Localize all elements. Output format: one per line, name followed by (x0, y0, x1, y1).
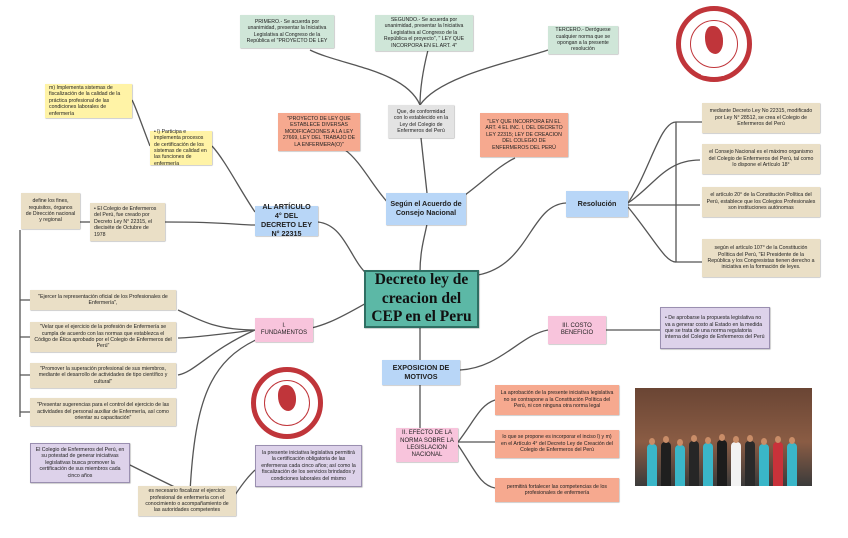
node-define-fines-text: define los fines, requisitos, órganos de… (25, 198, 76, 224)
node-efecto-norma[interactable]: II. EFECTO DE LA NORMA SOBRE LA LEGISLAC… (396, 428, 458, 462)
node-tercero[interactable]: TERCERO.- Deróguese cualquier norma que … (548, 26, 618, 54)
central-topic-text: Decreto ley de creacion del CEP en el Pe… (371, 271, 472, 326)
node-colegio-iniciativas-text: El Colegio de Enfermeros del Perú, en su… (35, 447, 125, 479)
node-efecto-norma-label: II. EFECTO DE LA NORMA SOBRE LA LEGISLAC… (400, 430, 454, 459)
node-inciso-l-text: • l) Participa e implementa procesos de … (154, 128, 207, 167)
seal-top-years: 42 AÑOS (701, 72, 725, 78)
node-inciso-m-text: m) Implementa sistemas de fiscalización … (49, 85, 121, 117)
node-que-conformidad-text: Que, de conformidad con lo establecido e… (393, 108, 449, 134)
link-motivos-costo (459, 329, 549, 371)
resolucion-item-1-text: mediante Decreto Ley No 22315, modificad… (709, 108, 813, 128)
node-ley-incorpora-text: "LEY QUE INCORPORA EN EL ART. 4 EL INC. … (485, 119, 563, 151)
fundamento-item-3[interactable]: "Promover la superación profesional de s… (30, 363, 176, 388)
group-photo (635, 388, 812, 486)
link-fiscalizar-iniciativa (234, 469, 256, 496)
link-art-l (211, 145, 256, 213)
fundamento-item-1[interactable]: "Ejercer la representación oficial de lo… (30, 290, 176, 310)
link-efecto-1 (457, 399, 496, 443)
branch-motivos-label: EXPOSICION DE MOTIVOS (392, 362, 450, 381)
node-segundo[interactable]: SEGUNDO.- Se acuerda por unanimidad, pre… (375, 15, 473, 51)
node-segundo-text: SEGUNDO.- Se acuerda por unanimidad, pre… (383, 17, 465, 49)
efecto-item-3[interactable]: permitirá fortalecer las competencias de… (495, 478, 619, 502)
branch-motivos[interactable]: EXPOSICION DE MOTIVOS (382, 360, 460, 385)
link-fund-items (177, 309, 256, 376)
node-colegio-creado-text: • El Colegio de Enfermeros del Perú, fue… (94, 206, 157, 238)
node-proyecto-ley[interactable]: "PROYECTO DE LEY QUE ESTABLECE DIVERSAS … (278, 113, 360, 151)
resolucion-item-3[interactable]: el artículo 20° de la Constitución Polít… (702, 187, 820, 217)
seal-bottom-year: 1978 (277, 427, 289, 433)
link-res-bar (675, 121, 702, 263)
node-que-conformidad[interactable]: Que, de conformidad con lo establecido e… (388, 105, 454, 138)
node-costo-detalle[interactable]: • De aprobarse la propuesta legislativa … (660, 307, 770, 349)
colegio-seal-bottom-logo: 1978 (251, 367, 323, 439)
fundamento-item-4[interactable]: "Presentar sugerencias para el control d… (30, 398, 176, 426)
link-acuerdo-proyecto (344, 149, 391, 206)
fundamento-item-3-text: "Promover la superación profesional de s… (38, 365, 168, 385)
branch-resolucion-label: Resolución (577, 198, 617, 208)
colegio-seal-top-logo: 42 AÑOS (676, 6, 752, 82)
link-res-2 (627, 159, 701, 204)
link-que-primero (309, 49, 421, 106)
branch-fundamentos-label: I. FUNDAMENTOS (260, 322, 308, 336)
node-costo-beneficio[interactable]: III. COSTO BENEFICIO (548, 316, 606, 344)
resolucion-item-3-text: el artículo 20° de la Constitución Polít… (706, 192, 816, 212)
node-colegio-creado[interactable]: • El Colegio de Enfermeros del Perú, fue… (90, 203, 165, 241)
resolucion-item-2-text: el Consejo Nacional es el máximo organis… (708, 149, 814, 169)
link-acuerdo-que (420, 137, 428, 194)
efecto-item-2-text: lo que se propone es incorporar el incis… (501, 434, 613, 454)
node-costo-detalle-text: • De aprobarse la propuesta legislativa … (665, 315, 765, 341)
efecto-item-2[interactable]: lo que se propone es incorporar el incis… (495, 430, 619, 458)
node-fiscalizar-text: es necesario fiscalizar el ejercicio pro… (145, 488, 229, 514)
link-que-segundo (419, 49, 429, 106)
fundamento-item-2[interactable]: "Velar que el ejercicio de la profesión … (30, 322, 176, 352)
link-res-1 (627, 121, 677, 204)
resolucion-item-1[interactable]: mediante Decreto Ley No 22315, modificad… (702, 103, 820, 133)
link-center-resolucion (477, 202, 567, 276)
resolucion-item-2[interactable]: el Consejo Nacional es el máximo organis… (702, 144, 820, 174)
node-fiscalizar[interactable]: es necesario fiscalizar el ejercicio pro… (138, 486, 236, 516)
efecto-item-3-text: permitirá fortalecer las competencias de… (506, 483, 608, 496)
link-art-colegio (164, 221, 256, 226)
node-primero-text: PRIMERO.- Se acuerda por unanimidad, pre… (246, 18, 328, 44)
link-center-articulo (317, 221, 369, 276)
node-ley-incorpora[interactable]: "LEY QUE INCORPORA EN EL ART. 4 EL INC. … (480, 113, 568, 157)
central-topic[interactable]: Decreto ley de creacion del CEP en el Pe… (364, 270, 479, 328)
node-iniciativa-certificacion-text: la presente iniciativa legislativa permi… (261, 450, 356, 482)
resolucion-item-4-text: según el artículo 107° de la Constitució… (707, 245, 815, 271)
node-primero[interactable]: PRIMERO.- Se acuerda por unanimidad, pre… (240, 15, 334, 48)
node-tercero-text: TERCERO.- Deróguese cualquier norma que … (555, 27, 611, 53)
branch-articulo[interactable]: AL ARTÍCULO 4° DEL DECRETO LEY N° 22315 (255, 202, 318, 238)
node-costo-beneficio-label: III. COSTO BENEFICIO (560, 322, 594, 336)
link-define-bar (19, 230, 30, 417)
branch-articulo-label: AL ARTÍCULO 4° DEL DECRETO LEY N° 22315 (261, 202, 312, 238)
branch-acuerdo[interactable]: Según el Acuerdo de Consejo Nacional (386, 193, 466, 225)
link-acuerdo-leyincorpora (464, 157, 516, 196)
link-efecto-3 (457, 444, 496, 489)
branch-acuerdo-label: Según el Acuerdo de Consejo Nacional (390, 199, 462, 217)
link-l-m (131, 99, 151, 147)
node-inciso-l[interactable]: • l) Participa e implementa procesos de … (150, 128, 212, 167)
node-colegio-iniciativas[interactable]: El Colegio de Enfermeros del Perú, en su… (30, 443, 130, 483)
link-fund-down (189, 337, 261, 493)
fundamento-item-4-text: "Presentar sugerencias para el control d… (36, 402, 170, 422)
node-proyecto-ley-text: "PROYECTO DE LEY QUE ESTABLECE DIVERSAS … (282, 116, 356, 148)
fundamento-item-2-text: "Velar que el ejercicio de la profesión … (34, 324, 172, 350)
efecto-item-1[interactable]: La aprobación de la presente iniciativa … (495, 385, 619, 415)
resolucion-item-4[interactable]: según el artículo 107° de la Constitució… (702, 239, 820, 277)
node-iniciativa-certificacion[interactable]: la presente iniciativa legislativa permi… (255, 445, 362, 487)
branch-resolucion[interactable]: Resolución (566, 191, 628, 217)
node-inciso-m[interactable]: m) Implementa sistemas de fiscalización … (45, 84, 132, 118)
node-define-fines[interactable]: define los fines, requisitos, órganos de… (21, 193, 80, 229)
branch-fundamentos[interactable]: I. FUNDAMENTOS (255, 318, 313, 342)
link-center-acuerdo (419, 223, 428, 273)
link-que-tercero (419, 49, 549, 106)
fundamento-item-1-text: "Ejercer la representación oficial de lo… (38, 293, 168, 306)
link-res-4 (627, 206, 677, 263)
efecto-item-1-text: La aprobación de la presente iniciativa … (500, 390, 614, 410)
